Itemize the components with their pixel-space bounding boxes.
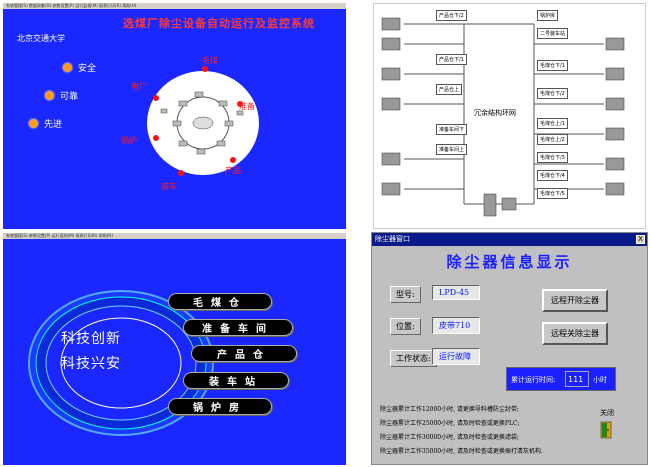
node-raw-down-3[interactable]: 毛煤仓下/3 [537, 152, 568, 163]
node-raw-down-5[interactable]: 毛煤仓下/5 [537, 188, 568, 199]
bullet-icon [45, 91, 54, 100]
status-label: 工作状态: [390, 350, 437, 367]
nav-product-button[interactable]: 产品仓 [191, 345, 297, 362]
status-value: 运行故障 [432, 348, 480, 365]
maintenance-note-1: 除尘器累计工作12000小时, 请更换导料槽防尘封带; [380, 406, 519, 413]
location-power[interactable]: 电厂 [131, 82, 147, 91]
motto-safety: 科技兴安 [61, 356, 121, 372]
main-overview-panel: 系统管理(S) 数据采集(D) 参数设置(P) 运行监视(M) 报表打印(R) … [3, 3, 346, 229]
feature-reliable: 可靠 [45, 89, 78, 102]
bullet-icon [29, 119, 38, 128]
node-product-down-1[interactable]: 产品仓下/1 [436, 54, 467, 65]
marker-icon [153, 95, 159, 101]
node-boiler[interactable]: 锅炉房 [537, 10, 559, 21]
feature-safe: 安全 [63, 61, 96, 74]
close-label: 关闭 [600, 409, 614, 417]
marker-icon [178, 170, 184, 176]
maintenance-note-3: 除尘器累计工作30000小时, 请及时检查或更换滤袋; [380, 434, 519, 441]
exit-door-icon[interactable] [600, 421, 614, 439]
model-label: 型号: [390, 286, 421, 303]
location-loading[interactable]: 装车 [161, 182, 177, 191]
model-value: LPD-45 [432, 285, 480, 300]
menu-bar[interactable]: 系统管理(S) 参数设置(P) 运行监视(M) 报表打印(R) 帮助(H) [3, 233, 346, 239]
marker-icon [237, 101, 243, 107]
node-raw-up-2[interactable]: 毛煤仓上/2 [537, 134, 568, 145]
remote-start-button[interactable]: 远程开除尘器 [542, 289, 608, 312]
node-prep-down[interactable]: 准备车间下 [436, 124, 468, 135]
position-value: 皮带710 [432, 317, 480, 334]
location-prep[interactable]: 准备 [239, 102, 255, 111]
runtime-box: 累计运行时间: 111 小时 [506, 367, 616, 391]
node-product-up[interactable]: 产品仓上 [436, 84, 463, 95]
menu-navigation-panel: 系统管理(S) 参数设置(P) 运行监视(M) 报表打印(R) 帮助(H) 科技… [3, 233, 346, 465]
system-title: 选煤厂除尘设备自动运行及监控系统 [123, 17, 315, 30]
node-prep-up[interactable]: 准备车间上 [436, 144, 468, 155]
maintenance-note-2: 除尘器累计工作25000小时, 请及时检查或更换PLC; [380, 420, 520, 427]
nav-raw-coal-button[interactable]: 毛煤仓 [168, 293, 272, 310]
maintenance-note-4: 除尘器累计工作35000小时, 请及时检查或更换振打清灰机构. [380, 448, 543, 455]
ring-network-label: 冗余结构环网 [474, 109, 516, 117]
nav-boiler-button[interactable]: 锅炉房 [168, 398, 272, 415]
runtime-unit: 小时 [593, 376, 607, 384]
network-ring-diagram [147, 71, 259, 175]
network-topology-panel: 产品仓下/2 产品仓下/1 产品仓上 准备车间下 准备车间上 锅炉房 二号装车站… [373, 3, 646, 229]
marker-icon [153, 135, 159, 141]
location-boiler[interactable]: 锅炉 [121, 136, 137, 145]
university-label: 北京交通大学 [17, 34, 65, 43]
position-label: 位置: [390, 318, 421, 335]
location-product[interactable]: 产品 [225, 166, 241, 175]
node-raw-down-1[interactable]: 毛煤仓下/1 [537, 60, 568, 71]
info-title: 除尘器信息显示 [446, 253, 573, 271]
node-product-down-2[interactable]: 产品仓下/2 [436, 10, 467, 21]
dust-collector-window: 除尘器窗口 X 除尘器信息显示 型号: LPD-45 位置: 皮带710 工作状… [371, 232, 648, 465]
window-titlebar: 除尘器窗口 [372, 233, 647, 246]
runtime-value: 111 [565, 371, 589, 387]
runtime-label: 累计运行时间: [511, 376, 556, 384]
nav-prep-workshop-button[interactable]: 准备车间 [183, 319, 293, 336]
menu-bar[interactable]: 系统管理(S) 数据采集(D) 参数设置(P) 运行监视(M) 报表打印(R) … [3, 3, 346, 9]
node-loading-2[interactable]: 二号装车站 [537, 28, 569, 39]
node-raw-down-2[interactable]: 毛煤仓下/2 [537, 88, 568, 99]
location-raw-coal[interactable]: 毛煤 [202, 56, 218, 65]
nav-loading-button[interactable]: 装车站 [183, 372, 289, 389]
feature-advanced: 先进 [29, 117, 62, 130]
remote-stop-button[interactable]: 远程关除尘器 [542, 322, 608, 345]
marker-icon [202, 66, 208, 72]
close-icon[interactable]: X [636, 235, 645, 244]
bullet-icon [63, 63, 72, 72]
tech-ring-graphic [28, 290, 214, 436]
marker-icon [230, 157, 236, 163]
motto-innovation: 科技创新 [61, 331, 121, 347]
node-raw-up-1[interactable]: 毛煤仓上/1 [537, 118, 568, 129]
node-raw-down-4[interactable]: 毛煤仓下/4 [537, 170, 568, 181]
